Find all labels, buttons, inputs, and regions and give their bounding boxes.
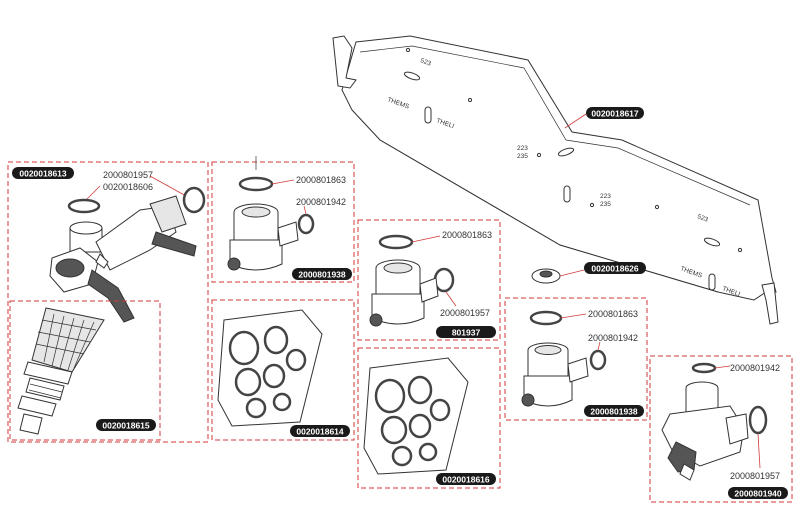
seal-ring [529,310,563,326]
valve-1940-panel: 2000801942 2000801957 2000801940 [649,355,793,503]
seal-ring [748,405,768,435]
cap-part: 0020018626 [531,262,646,284]
valve-1940-code: 2000801940 [734,489,782,499]
valve-1940-part-2: 2000801957 [730,471,780,481]
bracket-mark-2: 223 [517,145,528,152]
bracket-mark-6: 523 [696,213,709,223]
valve-1937-part-2: 2000801957 [440,308,490,318]
valve-1940-drawing [661,381,749,481]
gasket-kit-2-code: 0020018616 [442,475,490,485]
gasket-kit-1-code: 0020018614 [296,427,344,437]
bracket-mark-1: 523 [419,57,432,67]
valve-1938-b-part-2: 2000801942 [588,333,638,343]
seal-ring [433,267,455,293]
gasket-kit-2-panel: 0020018616 [357,347,501,489]
seal-ring [297,213,315,235]
valve-set-panel: 0020018613 2000801957 0020018606 [7,161,209,443]
seal-ring [182,186,206,214]
valve-set-drawing [49,195,197,323]
valve-1938-a-part-1: 2000801863 [296,175,346,185]
valve-1938-a-part-2: 2000801942 [296,197,346,207]
valve-set-part-2: 0020018606 [103,182,153,192]
valve-1938-b-code: 2000801938 [590,407,638,417]
gasket-kit-1-panel: 0020018614 [211,299,355,441]
bracket-mark-4: 223 [600,193,611,200]
valve-1938-a-code: 2000801938 [298,270,346,280]
filter-panel: 0020018615 [9,300,161,441]
valve-1938-a-panel: 2000801863 2000801942 2000801938 [211,156,355,283]
bracket-mark-5: 235 [600,201,611,208]
valve-1938-b-panel: 2000801863 2000801942 2000801938 [504,297,648,421]
valve-1937-code: 801937 [452,328,481,338]
valve-set-part-1: 2000801957 [103,170,153,180]
valve-1937-panel: 2000801863 2000801957 801937 [357,219,501,341]
valve-1938-a-drawing [227,203,299,271]
filter-code: 0020018615 [102,421,150,431]
seal-ring [67,198,101,214]
valve-set-code: 0020018613 [19,169,67,179]
valve-1938-b-part-1: 2000801863 [588,309,638,319]
bracket-code: 0020018617 [591,109,639,119]
filter-drawing [17,307,105,435]
gasket-kit-2-drawing [363,357,469,475]
bracket-mark-3: 235 [517,153,528,160]
seal-ring [691,362,717,374]
valve-1940-part-1: 2000801942 [730,363,780,373]
cap-code: 0020018626 [591,264,639,274]
valve-1938-b-drawing [521,342,589,407]
seal-ring [589,349,607,371]
seal-ring [238,176,274,192]
valve-1937-drawing [369,259,439,327]
gasket-kit-1-drawing [217,309,323,427]
seal-ring [378,234,414,250]
valve-1937-part-1: 2000801863 [442,230,492,240]
mounting-bracket: 523 223 235 223 235 523 THEMS THELI THEM… [332,35,779,325]
